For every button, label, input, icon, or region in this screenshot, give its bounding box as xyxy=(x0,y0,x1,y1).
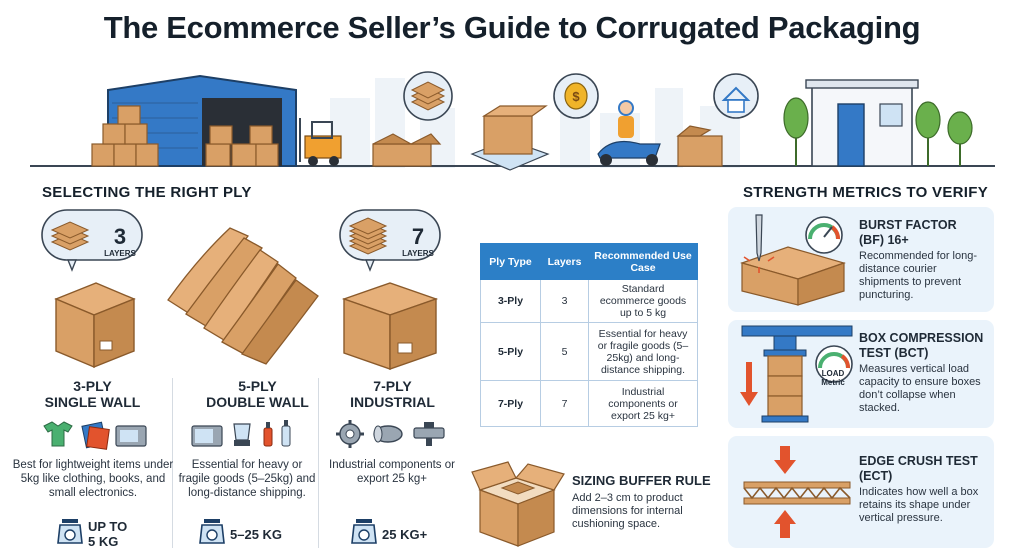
supply-chain-illustration: $ xyxy=(30,71,995,171)
table-cell-use: Standard ecommerce goods up to 5 kg xyxy=(588,279,698,323)
sizing-buffer-description: Add 2–3 cm to product dimensions for int… xyxy=(572,492,683,530)
seven-ply-description: Industrial components or export 25 kg+ xyxy=(329,459,455,485)
five-ply-description: Essential for heavy or fragile goods (5–… xyxy=(178,459,316,499)
load-gauge-label-line2: Metric xyxy=(821,378,845,387)
table-cell-use: Essential for heavy or fragile goods (5–… xyxy=(588,322,698,381)
three-ply-title-line1: 3-PLY xyxy=(73,378,112,394)
column-divider xyxy=(172,378,173,548)
table-row: 5-Ply 5 Essential for heavy or fragile g… xyxy=(480,322,698,381)
burst-factor-title-line1: BURST FACTOR xyxy=(859,218,957,232)
seven-ply-product-icons xyxy=(336,420,445,448)
load-gauge-label-line1: LOAD xyxy=(821,369,845,378)
tree-icon xyxy=(783,97,973,145)
table-header-use: Recommended Use Case xyxy=(588,243,698,280)
five-ply-title-line2: DOUBLE WALL xyxy=(206,394,309,410)
box-compression-title-line1: BOX COMPRESSION xyxy=(859,331,984,345)
house-icon xyxy=(805,79,919,167)
burst-factor-description: Recommended for long-distance courier sh… xyxy=(859,250,978,301)
seven-ply-box-icon xyxy=(341,282,439,370)
edge-crush-description: Indicates how well a box retains its sha… xyxy=(859,486,979,524)
delivered-box-icon xyxy=(676,125,723,167)
seven-ply-title-line2: INDUSTRIAL xyxy=(350,394,435,410)
seven-layer-number: 7 xyxy=(411,224,425,249)
edge-crush-title-line1: EDGE CRUSH TEST xyxy=(859,454,978,468)
compression-press-icon xyxy=(740,325,853,423)
seven-ply-title-line1: 7-PLY xyxy=(373,378,412,394)
forklift-icon xyxy=(299,118,342,166)
box-compression-card: LOAD Metric BOX COMPRESSION TEST (BCT) M… xyxy=(728,320,994,428)
scale-icon xyxy=(199,519,225,544)
box-compression-title-line2: TEST (BCT) xyxy=(859,346,929,360)
seven-layer-label: LAYERS xyxy=(402,249,434,258)
edge-crush-card: EDGE CRUSH TEST (ECT) Indicates how well… xyxy=(728,436,994,548)
three-layer-badge xyxy=(41,209,143,272)
ply-comparison-table: Ply Type Layers Recommended Use Case 3-P… xyxy=(480,243,698,427)
three-ply-box-icon xyxy=(54,282,136,369)
table-cell-use: Industrial components or export 25 kg+ xyxy=(588,380,698,427)
layers-bubble-icon xyxy=(403,71,453,121)
seven-ply-weight: 25 KG+ xyxy=(382,527,428,542)
three-layer-label: LAYERS xyxy=(104,249,136,258)
page-title: The Ecommerce Seller’s Guide to Corrugat… xyxy=(103,10,921,45)
three-ply-weight-line2: 5 KG xyxy=(88,534,119,549)
delivery-scooter-icon xyxy=(597,100,661,166)
coin-bubble-icon: $ xyxy=(553,73,599,119)
table-row: 7-Ply 7 Industrial components or export … xyxy=(480,380,698,427)
burst-factor-card: BURST FACTOR (BF) 16+ Recommended for lo… xyxy=(728,207,994,312)
scale-icon xyxy=(351,519,377,544)
sizing-buffer-title: SIZING BUFFER RULE xyxy=(572,473,711,488)
table-header-row: Ply Type Layers Recommended Use Case xyxy=(480,243,698,280)
scale-icon xyxy=(57,519,83,544)
table-cell-layers: 7 xyxy=(540,380,589,427)
table-cell-ply: 5-Ply xyxy=(480,322,541,381)
column-divider xyxy=(318,378,319,548)
table-header-layers: Layers xyxy=(540,243,589,280)
three-ply-title-line2: SINGLE WALL xyxy=(44,394,141,410)
burst-factor-title-line2: (BF) 16+ xyxy=(859,233,909,247)
home-bubble-icon xyxy=(713,73,759,119)
svg-text:$: $ xyxy=(572,89,580,104)
packed-box-icon xyxy=(470,105,550,171)
three-ply-description: Best for lightweight items under 5kg lik… xyxy=(12,459,174,499)
edge-crush-icon xyxy=(743,446,851,538)
strength-section-heading: STRENGTH METRICS TO VERIFY xyxy=(743,184,989,201)
open-box-icon xyxy=(372,133,442,167)
open-box-sizing-icon xyxy=(471,461,565,547)
table-cell-ply: 7-Ply xyxy=(480,380,541,427)
ply-section-heading: SELECTING THE RIGHT PLY xyxy=(42,184,252,201)
table-cell-layers: 5 xyxy=(540,322,589,381)
edge-crush-title-line2: (ECT) xyxy=(859,469,893,483)
burst-puncture-icon xyxy=(740,214,846,306)
three-ply-weight-line1: UP TO xyxy=(88,519,128,534)
box-compression-description: Measures vertical load capacity to ensur… xyxy=(859,363,981,414)
five-ply-weight: 5–25 KG xyxy=(230,527,283,542)
five-ply-sheets-icon xyxy=(167,227,319,365)
table-row: 3-Ply 3 Standard ecommerce goods up to 5… xyxy=(480,279,698,323)
five-ply-title-line1: 5-PLY xyxy=(238,378,277,394)
table-header-ply: Ply Type xyxy=(480,243,541,280)
three-ply-product-icons xyxy=(43,421,147,450)
five-ply-product-icons xyxy=(191,420,291,447)
seven-layer-badge xyxy=(339,209,441,272)
three-layer-number: 3 xyxy=(113,224,127,249)
table-cell-layers: 3 xyxy=(540,279,589,323)
table-cell-ply: 3-Ply xyxy=(480,279,541,323)
